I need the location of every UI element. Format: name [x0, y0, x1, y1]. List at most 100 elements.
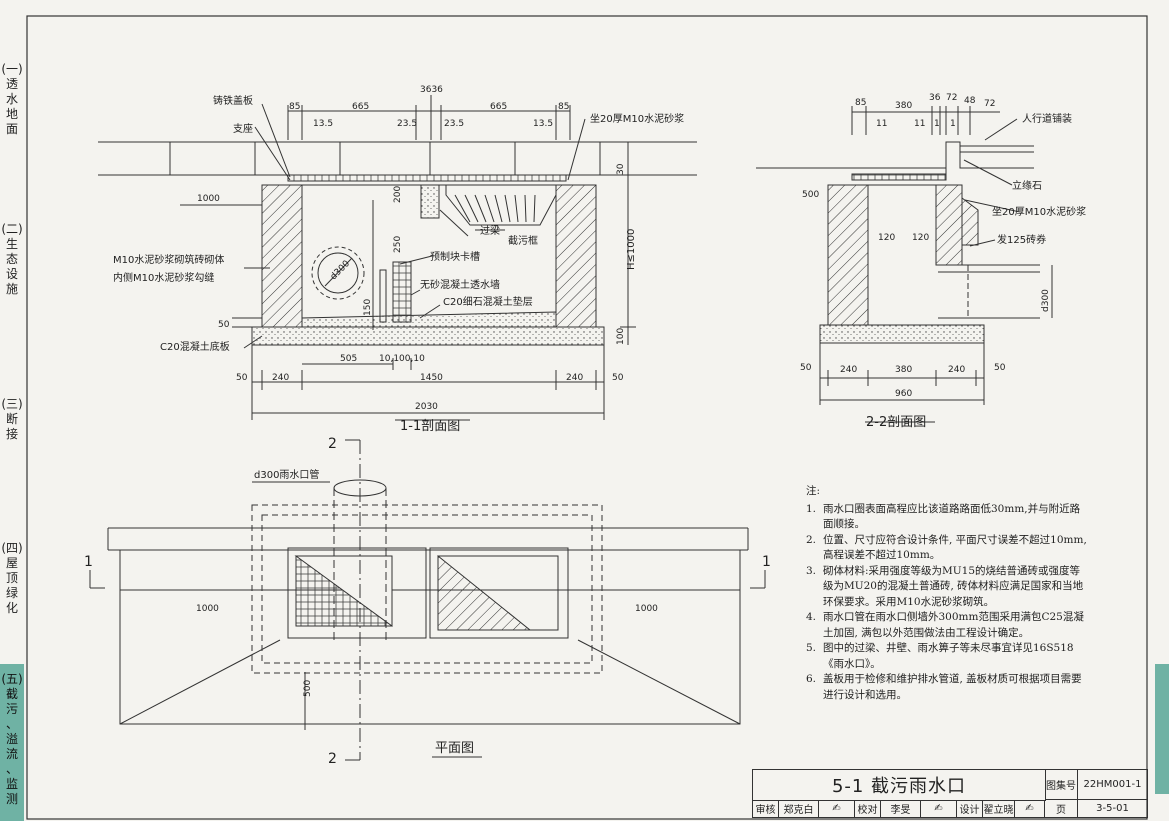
- dim22-380: 380: [895, 101, 912, 111]
- section-1-1-title: 1-1剖面图: [400, 419, 460, 434]
- title-block: 5-1 截污雨水口 图集号 22HM001-1 审核 郑克白 ✍ 校对 李旻 ✍…: [752, 769, 1148, 818]
- label-fine-concrete-cushion: C20细石混凝土垫层: [443, 295, 533, 308]
- label-support: 支座: [233, 122, 253, 135]
- dim22-240-right: 240: [948, 365, 965, 375]
- notes-block: 注: 1.雨水口圈表面高程应比该道路路面低30mm,并与附近路面顺接。 2.位置…: [806, 484, 1088, 703]
- chapter-tab-2[interactable]: (二) 生 态 设 施: [1, 222, 23, 296]
- sheet-border: [26, 15, 1148, 820]
- section-1-1: [98, 95, 697, 421]
- label-brick-masonry: M10水泥砂浆砌筑砖砌体: [113, 253, 224, 266]
- section-marker-1-right: 1: [762, 554, 771, 570]
- design-signature: ✍: [1015, 800, 1045, 818]
- chapter-tab-1[interactable]: (一) 透 水 地 面: [1, 62, 23, 136]
- right-edge-tab: [1155, 664, 1169, 794]
- c20-cushion: [301, 311, 557, 328]
- dim-100: 100: [616, 328, 626, 345]
- dim-23-5-left: 23.5: [397, 119, 417, 129]
- chapter-tab-3[interactable]: (三) 断 接: [1, 397, 23, 441]
- section-1-1-texts: 铸铁盖板 支座 坐20厚M10水泥砂浆 M10水泥砂浆砌筑砖砌体 内侧M10水泥…: [113, 85, 684, 434]
- plan-grate-right: [429, 547, 569, 639]
- design-name: 翟立晓: [983, 800, 1015, 818]
- drawing-title: 5-1 截污雨水口: [753, 770, 1046, 801]
- dim-50-bottom-right: 50: [612, 373, 624, 383]
- dim22-1a: 1: [934, 119, 940, 129]
- label-silt-basket: 截污框: [508, 234, 538, 247]
- right-wall-2-2: [935, 184, 963, 266]
- label-precast-slot: 预制块卡槽: [430, 250, 480, 263]
- dim-plan-1000-right: 1000: [635, 604, 658, 614]
- permeable-wall: [392, 261, 412, 323]
- plan-grate-left: [287, 547, 427, 639]
- check-signature: ✍: [921, 800, 957, 818]
- design-label: 设计: [957, 800, 983, 818]
- dim22-85: 85: [855, 98, 866, 108]
- dim-2030: 2030: [415, 402, 438, 412]
- dim22-36: 36: [929, 93, 941, 103]
- note-item: 2.位置、尺寸应符合设计条件, 平面尺寸误差不超过10mm, 高程误差不超过10…: [806, 533, 1087, 562]
- dim22-380-bottom: 380: [895, 365, 912, 375]
- label-permeable-wall: 无砂混凝土透水墙: [420, 278, 500, 291]
- label-mortar-bed-2-2: 坐20厚M10水泥砂浆: [992, 205, 1086, 218]
- review-signature: ✍: [819, 800, 855, 818]
- left-brick-wall: [261, 184, 303, 328]
- curb-stone: [945, 141, 1034, 180]
- right-brick-wall: [555, 184, 597, 328]
- dim-665-right: 665: [490, 102, 507, 112]
- plan-title: 平面图: [435, 741, 474, 756]
- left-wall-2-2: [827, 184, 869, 326]
- dim-240-bottom-right: 240: [566, 373, 583, 383]
- dim22-500: 500: [802, 190, 819, 200]
- dim22-960: 960: [895, 389, 912, 399]
- dim22-48: 48: [964, 96, 976, 106]
- dim22-11b: 11: [914, 119, 925, 129]
- dim22-50-left: 50: [800, 363, 812, 373]
- section-marker-1-left: 1: [84, 554, 93, 570]
- section-2-2-texts: 人行道铺装 立缘石 坐20厚M10水泥砂浆 发125砖券 d300 85 380…: [800, 93, 1086, 430]
- c20-base-slab: [251, 326, 605, 346]
- notes-heading: 注:: [806, 485, 821, 497]
- lintel-beam: [420, 184, 440, 219]
- section-marker-2-bottom: 2: [328, 751, 337, 767]
- dim22-72b: 72: [984, 99, 995, 109]
- section-2-2: [756, 106, 1053, 423]
- section-marker-2-top: 2: [328, 436, 337, 452]
- review-label: 审核: [753, 800, 779, 818]
- dim-250: 250: [393, 236, 403, 253]
- dim-13-5-right: 13.5: [533, 119, 553, 129]
- label-brick-arch: 发125砖券: [997, 233, 1046, 246]
- label-brick-pointing: 内侧M10水泥砂浆勾缝: [113, 271, 214, 284]
- dim-3636: 3636: [420, 85, 443, 95]
- plan-texts: d300雨水口管 1000 1000 500 2 2 1 1 平面图: [84, 436, 771, 767]
- label-pipe-d300: d300: [329, 259, 352, 282]
- dim-85-right: 85: [558, 102, 569, 112]
- dim-85-left: 85: [289, 102, 300, 112]
- dim-50-left: 50: [218, 320, 230, 330]
- dim22-1b: 1: [950, 119, 956, 129]
- label-cast-iron-cover: 铸铁盖板: [213, 94, 253, 107]
- chapter-tab-5-active[interactable]: (五) 截 污 、 溢 流 、 监 测: [0, 664, 24, 821]
- review-name: 郑克白: [779, 800, 819, 818]
- label-height-limit: H≤1000: [626, 229, 637, 270]
- dim-30: 30: [616, 163, 626, 175]
- dim-240-bottom-left: 240: [272, 373, 289, 383]
- label-pipe-d300-2-2: d300: [1041, 289, 1051, 312]
- dim22-120a: 120: [878, 233, 895, 243]
- label-plan-pipe: d300雨水口管: [254, 468, 319, 481]
- dim-plan-1000-left: 1000: [196, 604, 219, 614]
- check-label: 校对: [855, 800, 881, 818]
- chapter-sidebar: (一) 透 水 地 面 (二) 生 态 设 施 (三) 断 接 (四) 屋 顶 …: [0, 0, 24, 821]
- chapter-tab-4[interactable]: (四) 屋 顶 绿 化: [1, 541, 23, 615]
- silt-basket: [445, 184, 557, 226]
- dim22-11a: 11: [876, 119, 887, 129]
- dim-150: 150: [363, 299, 373, 316]
- cast-iron-cover: [287, 174, 567, 182]
- plan-dashed-outline: [251, 504, 603, 674]
- dim-23-5-right: 23.5: [444, 119, 464, 129]
- dim-505: 505: [340, 354, 357, 364]
- dim22-240-left: 240: [840, 365, 857, 375]
- label-lintel: 过梁: [480, 224, 500, 237]
- dim-1000-left: 1000: [197, 194, 220, 204]
- dim-13-5-left: 13.5: [313, 119, 333, 129]
- note-item: 4.雨水口管在雨水口侧墙外300mm范围采用满包C25混凝土加固, 满包以外范围…: [806, 611, 1084, 639]
